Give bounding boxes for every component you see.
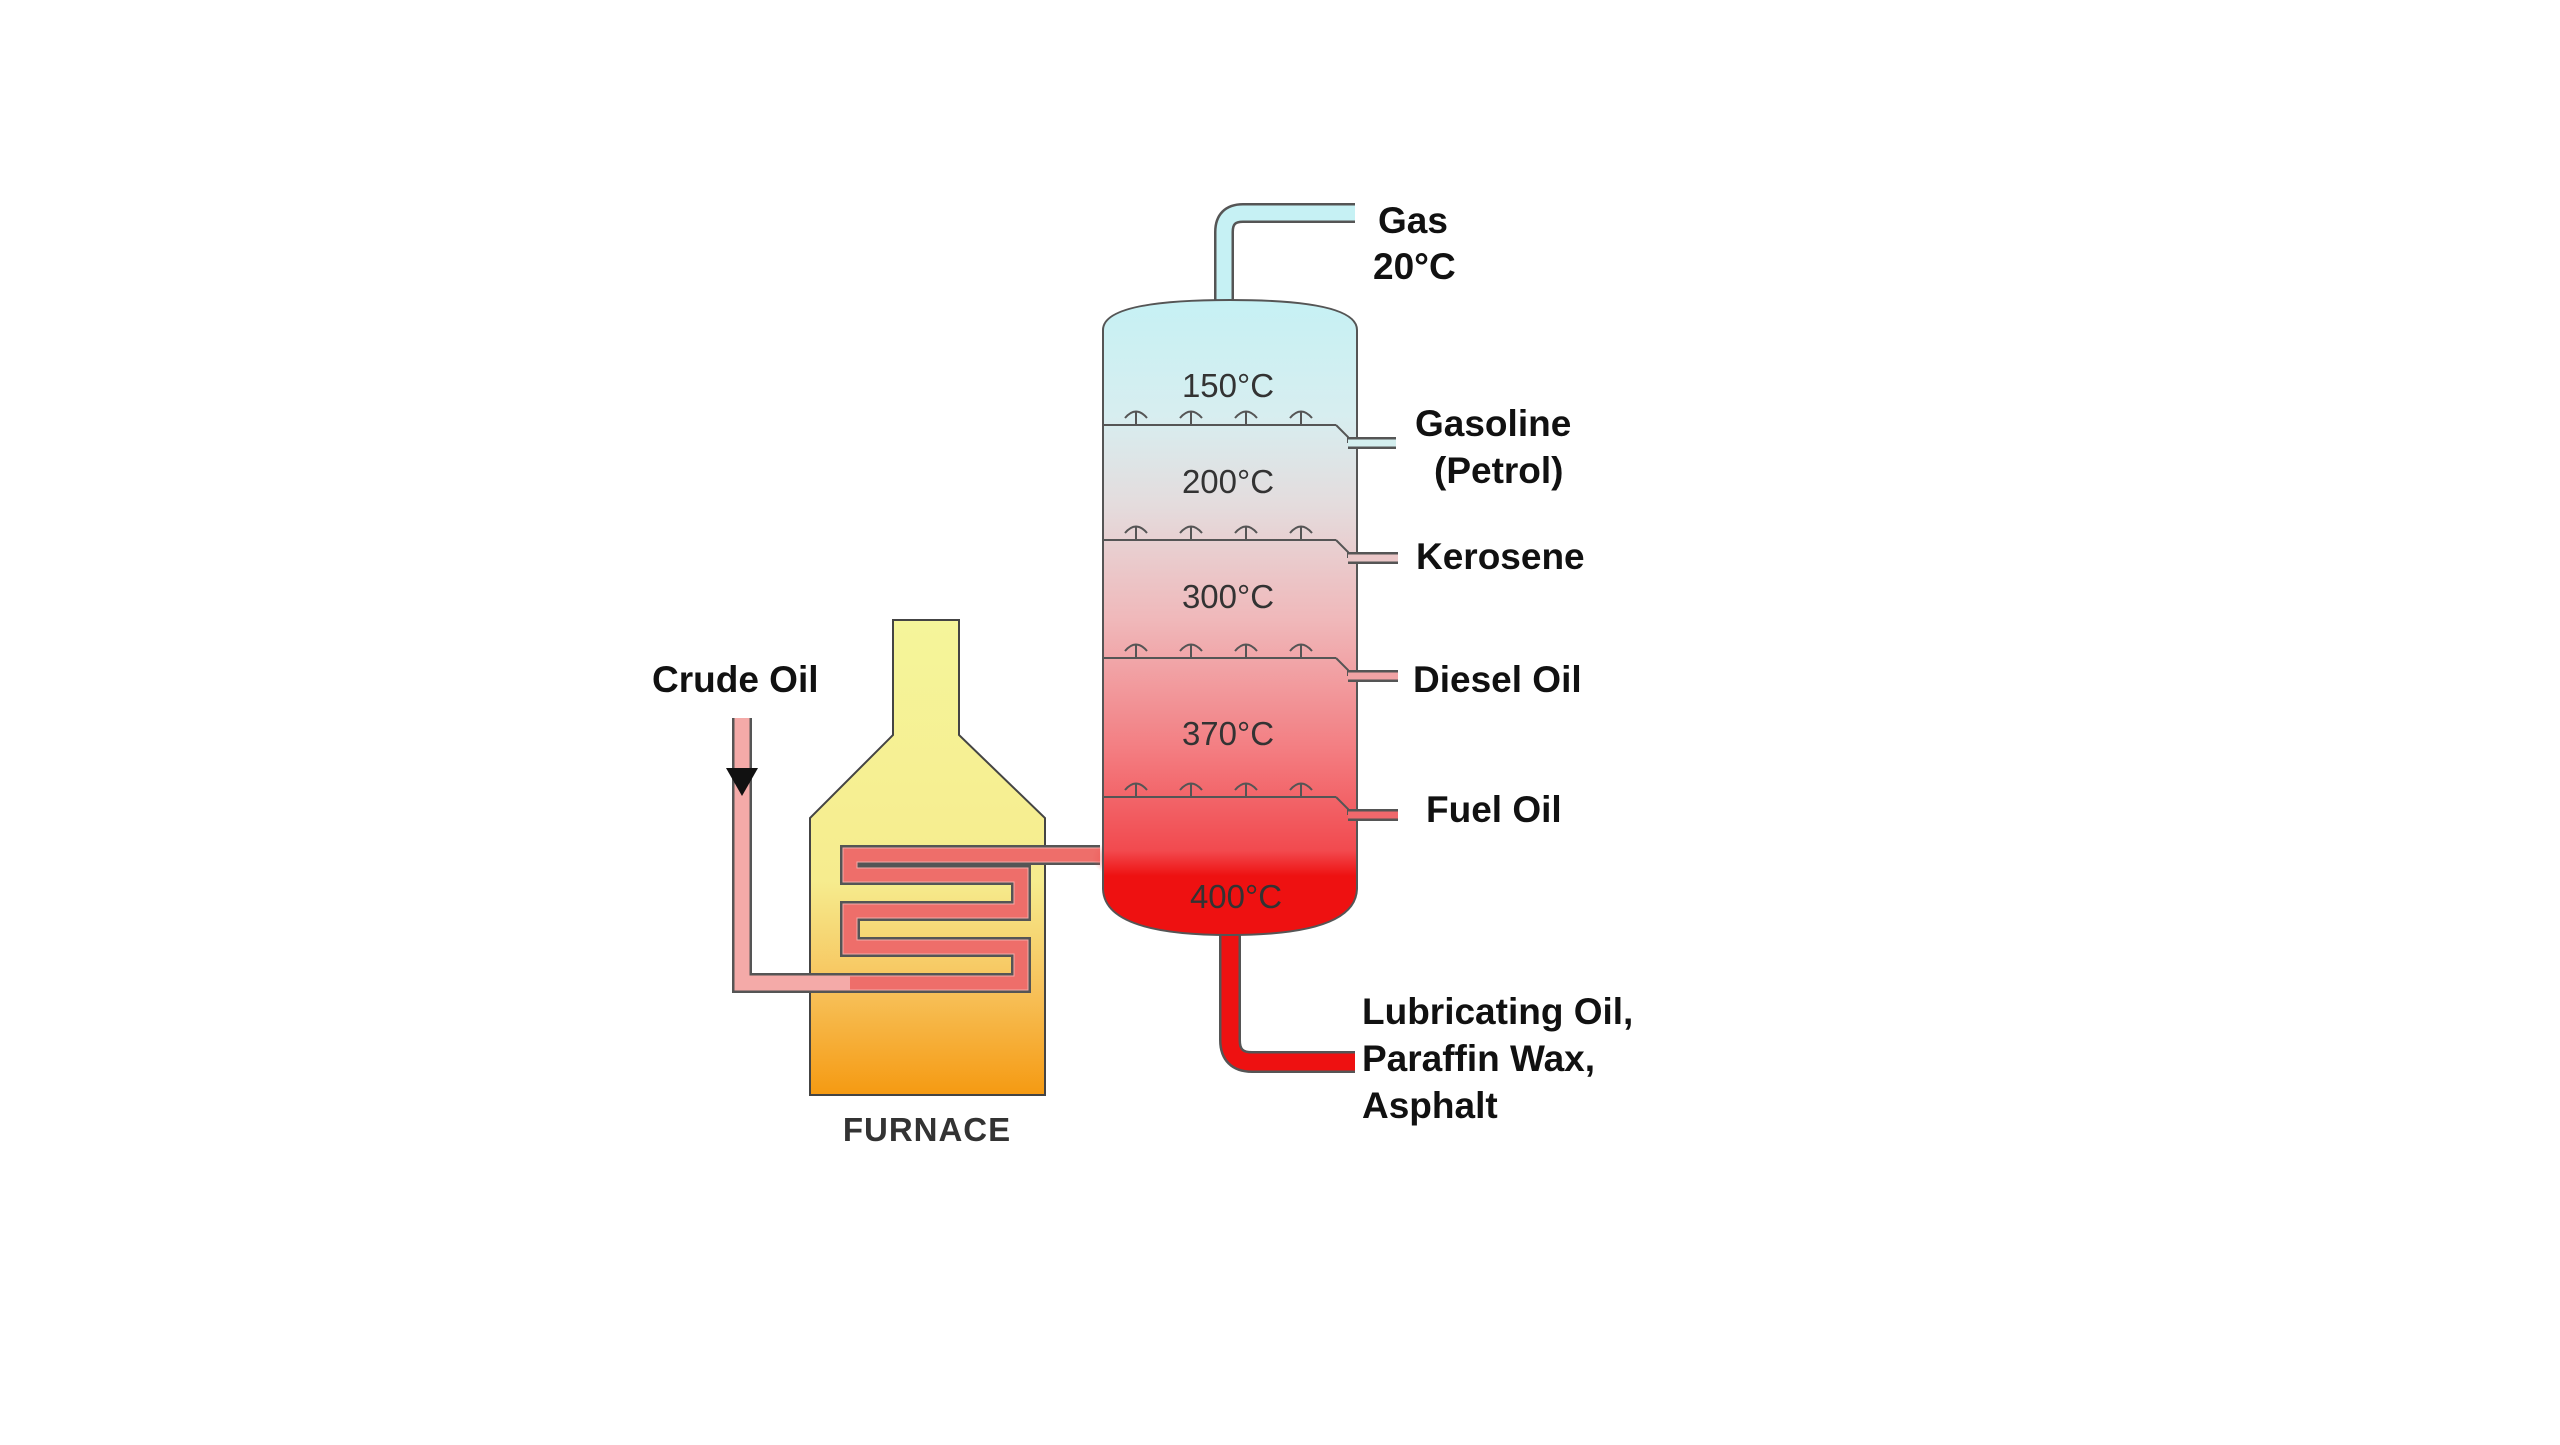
gas-outlet-pipe — [1214, 203, 1355, 300]
fractionating-column: 150°C 200°C 300°C 370°C 400°C — [1102, 203, 1398, 1073]
furnace-label: FURNACE — [843, 1111, 1011, 1148]
product-diesel-label: Diesel Oil — [1413, 659, 1582, 700]
tray-4 — [1103, 782, 1349, 815]
temp-label-300: 300°C — [1182, 578, 1274, 615]
temp-label-370: 370°C — [1182, 715, 1274, 752]
residue-line-3: Asphalt — [1362, 1085, 1498, 1126]
flow-arrow-down-icon — [726, 768, 758, 796]
temp-label-150: 150°C — [1182, 367, 1274, 404]
temp-label-400: 400°C — [1190, 878, 1282, 915]
furnace-coil — [843, 848, 1100, 990]
residue-line-2: Paraffin Wax, — [1362, 1038, 1595, 1079]
product-fuel-oil-label: Fuel Oil — [1426, 789, 1562, 830]
gas-temperature: 20°C — [1373, 246, 1456, 287]
product-gasoline-label: Gasoline (Petrol) — [1415, 403, 1571, 491]
residue-line-1: Lubricating Oil, — [1362, 991, 1633, 1032]
gasoline-alt-name: (Petrol) — [1434, 450, 1564, 491]
crude-oil-label: Crude Oil — [652, 659, 819, 700]
product-kerosene-label: Kerosene — [1416, 536, 1585, 577]
temp-label-200: 200°C — [1182, 463, 1274, 500]
product-residue-label: Lubricating Oil, Paraffin Wax, Asphalt — [1362, 991, 1633, 1126]
tray-1 — [1103, 410, 1349, 443]
column-body — [1102, 298, 1358, 937]
gasoline-name: Gasoline — [1415, 403, 1571, 444]
residue-outlet-pipe — [1219, 920, 1355, 1073]
gas-name: Gas — [1378, 200, 1448, 241]
product-gas-label: Gas 20°C — [1373, 200, 1456, 287]
